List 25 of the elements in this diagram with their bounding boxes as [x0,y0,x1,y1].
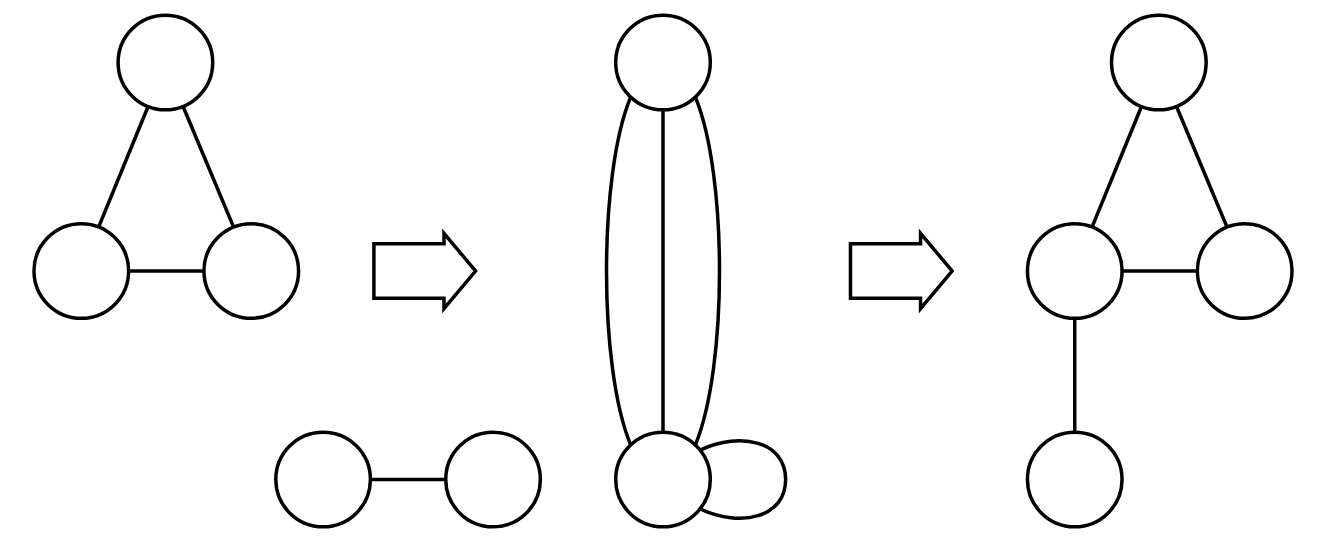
node-circle [201,221,300,321]
node-circle [31,221,130,321]
node-circle [613,13,712,112]
connector [660,110,665,432]
node-arrow [848,228,954,314]
node-arrow [371,228,478,314]
connector [604,96,632,445]
connector [370,477,445,482]
connector [1072,318,1076,432]
connector [181,106,235,228]
connector [699,439,787,520]
node-circle [1025,221,1124,321]
node-circle [613,430,712,529]
node-circle [273,430,372,529]
node-circle [115,13,214,112]
connector [96,106,150,228]
connector [693,96,721,445]
connector [1122,269,1197,273]
connector [1174,106,1229,228]
node-circle [1109,13,1208,112]
node-circle [1195,221,1294,321]
node-circle [1025,430,1124,529]
connector [128,269,204,273]
connector [1090,106,1143,228]
node-circle [443,430,542,529]
